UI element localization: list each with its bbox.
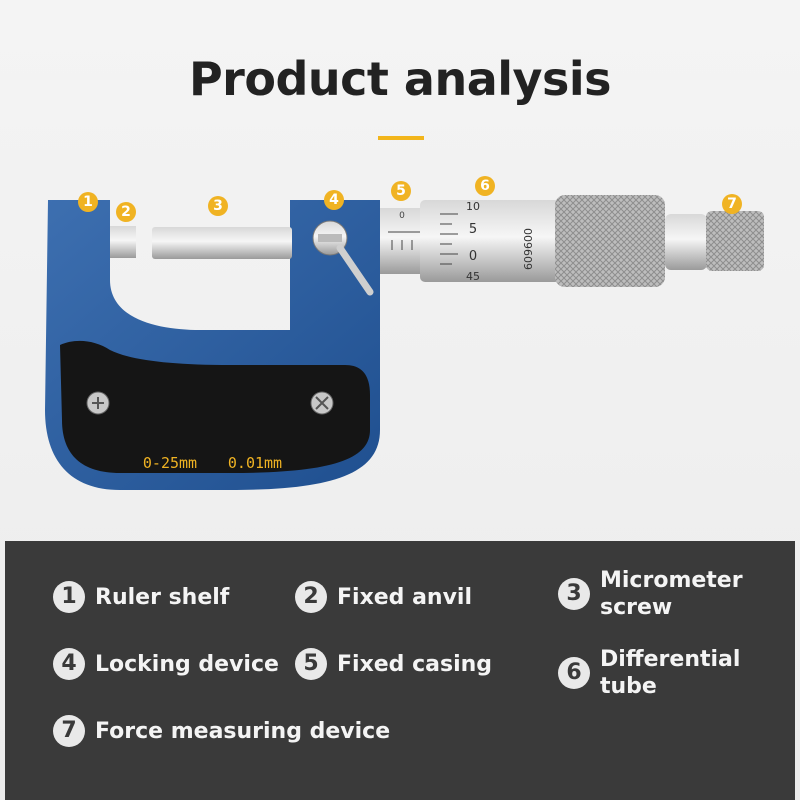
spindle (152, 227, 292, 259)
legend-number: 5 (295, 648, 327, 680)
legend-number: 4 (53, 648, 85, 680)
callout-5: 5 (391, 181, 411, 201)
legend-label: Differential tube (600, 647, 741, 699)
ratchet-neck (665, 214, 707, 270)
legend-label: Force measuring device (95, 718, 391, 744)
svg-text:0: 0 (399, 211, 405, 221)
svg-text:609600: 609600 (522, 228, 535, 270)
legend-item-force-measuring-device: 7 Force measuring device (53, 715, 390, 747)
page-title: Product analysis (188, 52, 612, 106)
legend-number: 2 (295, 581, 327, 613)
legend-label: Ruler shelf (95, 584, 230, 610)
callout-4: 4 (324, 190, 344, 210)
anvil (110, 226, 136, 258)
legend-item-differential-tube: 6 Differential tube (558, 646, 795, 700)
legend-number: 7 (53, 715, 85, 747)
callout-7: 7 (722, 194, 742, 214)
svg-text:5: 5 (469, 222, 477, 237)
frame-plate (60, 340, 370, 473)
callout-1: 1 (78, 192, 98, 212)
svg-text:0: 0 (469, 249, 477, 264)
callout-2: 2 (116, 202, 136, 222)
legend-label: Micrometer screw (600, 568, 743, 620)
range-text: 0-25mm (143, 454, 197, 472)
micrometer-illustration: 0-25mm 0.01mm 0 10 5 0 45 609600 (45, 195, 764, 490)
knurled-grip (555, 195, 665, 287)
thimble (420, 200, 560, 282)
legend-item-fixed-casing: 5 Fixed casing (295, 648, 492, 680)
legend-item-locking-device: 4 Locking device (53, 648, 279, 680)
legend-number: 6 (558, 657, 590, 689)
legend-panel: 1 Ruler shelf 2 Fixed anvil 3 Micrometer… (5, 541, 795, 800)
legend-item-micrometer-screw: 3 Micrometer screw (558, 567, 743, 621)
callout-6: 6 (475, 176, 495, 196)
legend-label: Fixed casing (337, 651, 493, 677)
resolution-text: 0.01mm (228, 454, 282, 472)
legend-number: 1 (53, 581, 85, 613)
svg-text:45: 45 (466, 270, 480, 283)
title-underline (378, 136, 424, 140)
legend-item-ruler-shelf: 1 Ruler shelf (53, 581, 229, 613)
legend-number: 3 (558, 578, 590, 610)
ratchet-knob (706, 211, 764, 271)
callout-3: 3 (208, 196, 228, 216)
legend-label: Fixed anvil (337, 584, 473, 610)
legend-label: Locking device (95, 651, 279, 677)
svg-text:10: 10 (466, 200, 480, 213)
legend-item-fixed-anvil: 2 Fixed anvil (295, 581, 472, 613)
